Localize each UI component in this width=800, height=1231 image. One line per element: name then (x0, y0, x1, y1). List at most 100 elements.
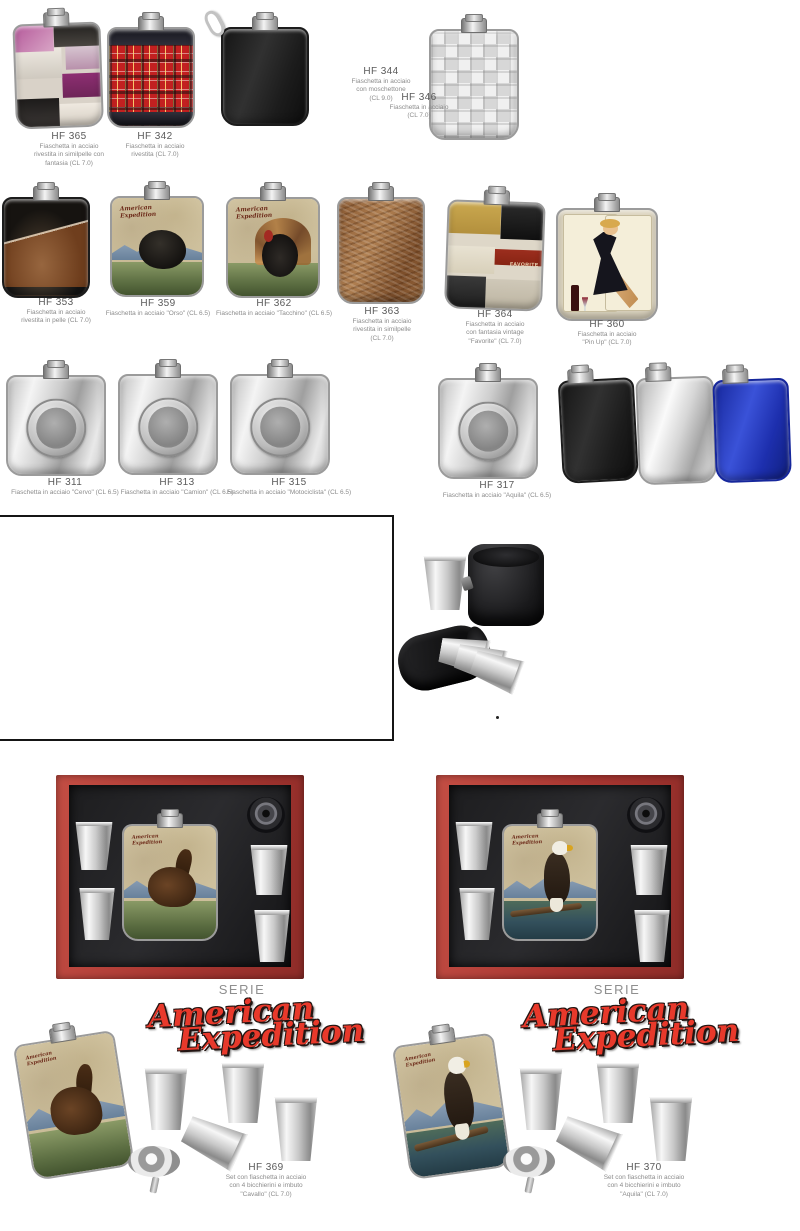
eagle-figure (544, 851, 571, 904)
steel-flask-body (118, 374, 218, 475)
leather-cup-case-photo (468, 544, 544, 626)
funnel-photo (247, 797, 285, 833)
product-desc-hf344: Fiaschetta in acciaio con moschettone (C… (351, 78, 411, 102)
flask-photo-hf365 (12, 10, 104, 130)
steel-flask-body (230, 374, 330, 475)
collage-flask-body (12, 21, 104, 130)
funnel-photo (627, 797, 665, 833)
steel-flask-body (6, 375, 106, 476)
product-code-hf344: HF 344 (363, 66, 399, 77)
product-desc-hf317: Fiaschetta in acciaio "Aquila" (CL 6.5) (442, 492, 552, 499)
favorite-banner-text: FAVORITE (509, 261, 539, 269)
turkey-art-flask-body: American Expedition (226, 197, 320, 298)
flask-cap (594, 193, 620, 212)
flask-cap (483, 189, 511, 206)
product-desc-hf315: Fiaschetta in acciaio "Motociclista" (CL… (226, 489, 352, 496)
product-code-hf364: HF 364 (477, 309, 513, 320)
matte-black-flask-body (557, 377, 639, 484)
funnel-bowl (503, 1146, 555, 1178)
flask-photo-hf360 (556, 193, 658, 321)
black-flask-photo (557, 366, 639, 484)
empty-image-placeholder-box (0, 515, 394, 741)
product-code-hf317: HF 317 (479, 480, 515, 491)
product-desc-hf359: Fiaschetta in acciaio "Orso" (CL 6.5) (105, 310, 211, 317)
blue-flask-body (712, 377, 792, 484)
american-expedition-logo: SERIE American Expedition (522, 982, 740, 1058)
product-code-hf346: HF 346 (401, 92, 437, 103)
flask-photo-hf313 (118, 359, 218, 475)
gift-box-set-horse: American Expedition (56, 775, 304, 979)
shot-cup-photo (254, 910, 290, 962)
wine-glass (581, 297, 589, 312)
steel-shot-cup-photo (423, 556, 467, 610)
flask-cap (566, 368, 594, 385)
logo-script-expedition: Expedition (177, 1012, 366, 1059)
tartan-flask-body (107, 27, 195, 128)
gift-box-set-eagle: American Expedition (436, 775, 684, 979)
turkey-head (264, 230, 273, 242)
flask-cap (138, 12, 164, 31)
flask-photo-hf364: FAVORITE (443, 188, 546, 312)
product-code-hf369: HF 369 (248, 1162, 284, 1173)
funnel-stem (149, 1176, 160, 1194)
shot-cup-photo (274, 1097, 318, 1161)
flask-cap (155, 359, 181, 378)
steel-flask-body (438, 378, 538, 479)
product-desc-hf369: Set con fiaschetta in acciaio con 4 bicc… (225, 1174, 307, 1198)
shot-cup-photo (455, 822, 493, 870)
product-code-hf363: HF 363 (364, 306, 400, 317)
horse-art-flask-photo: American Expedition (122, 809, 218, 941)
product-code-hf370: HF 370 (626, 1162, 662, 1173)
flask-cap (461, 14, 487, 33)
shot-cup-photo (144, 1068, 188, 1130)
flask-photo-hf315 (230, 359, 330, 475)
product-code-hf359: HF 359 (140, 298, 176, 309)
flask-cap (33, 182, 59, 201)
eagle-medallion (458, 401, 518, 461)
shot-cup-photo (519, 1068, 563, 1130)
shot-cup-photo (634, 910, 670, 962)
american-expedition-logo: SERIE American Expedition (147, 982, 365, 1058)
flask-photo-hf363 (337, 182, 425, 304)
product-desc-hf362: Fiaschetta in acciaio "Tacchino" (CL 6.5… (215, 310, 332, 317)
flask-photo-hf342 (107, 12, 195, 128)
product-desc-hf360: Fiaschetta in acciaio "Pin Up" (CL 7.0) (577, 331, 637, 347)
flask-cap (721, 368, 749, 385)
flask-cap (42, 11, 70, 28)
eagle-art-flask-body: American Expedition (391, 1032, 512, 1181)
eagle-beak (566, 845, 573, 851)
product-code-hf315: HF 315 (271, 477, 307, 488)
horse-art-flask-body: American Expedition (122, 824, 218, 941)
shot-cup-photo (75, 822, 113, 870)
flask-photo-hf311 (6, 360, 106, 476)
flask-cap (368, 182, 394, 201)
shot-cup-photo (250, 845, 288, 895)
flask-photo-hf344 (201, 8, 309, 126)
deer-medallion (26, 398, 86, 458)
motorcyclist-medallion (250, 397, 310, 457)
eagle-art-flask-photo: American Expedition (502, 809, 598, 941)
eagle-head (551, 840, 569, 856)
shot-cup-photo (596, 1063, 640, 1123)
flask-photo-hf353 (2, 182, 90, 298)
bear-figure (139, 230, 186, 269)
product-desc-hf363: Fiaschetta in acciaio rivestita in simil… (352, 318, 412, 342)
product-desc-hf346: Fiaschetta in acciaio (CL 7.0) (389, 104, 449, 120)
silver-flask-photo (635, 365, 718, 486)
product-desc-hf313: Fiaschetta in acciaio "Camion" (CL 6.5) (120, 489, 234, 496)
flask-photo-hf346 (429, 14, 519, 140)
pinup-flask-body (556, 208, 658, 321)
two-tone-leather-flask-body (2, 197, 90, 298)
product-code-hf342: HF 342 (137, 131, 173, 142)
horse-art-flask-photo: American Expedition (11, 1019, 135, 1182)
funnel-bowl (128, 1146, 180, 1178)
product-code-hf313: HF 313 (159, 477, 195, 488)
flask-cap (43, 360, 69, 379)
vintage-collage-flask-body: FAVORITE (443, 199, 546, 312)
leather-flask-body (337, 197, 425, 304)
product-code-hf353: HF 353 (38, 297, 74, 308)
bear-art-flask-body: American Expedition (110, 196, 204, 297)
flask-cap (252, 12, 278, 31)
product-desc-hf370: Set con fiaschetta in acciaio con 4 bicc… (603, 1174, 685, 1198)
